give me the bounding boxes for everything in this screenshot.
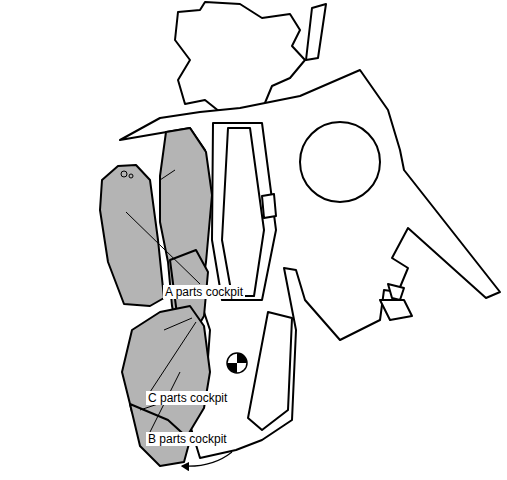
part-label: B parts cockpit	[146, 432, 229, 446]
part-label: C parts cockpit	[146, 391, 229, 405]
part-label: A parts cockpit	[163, 285, 245, 299]
